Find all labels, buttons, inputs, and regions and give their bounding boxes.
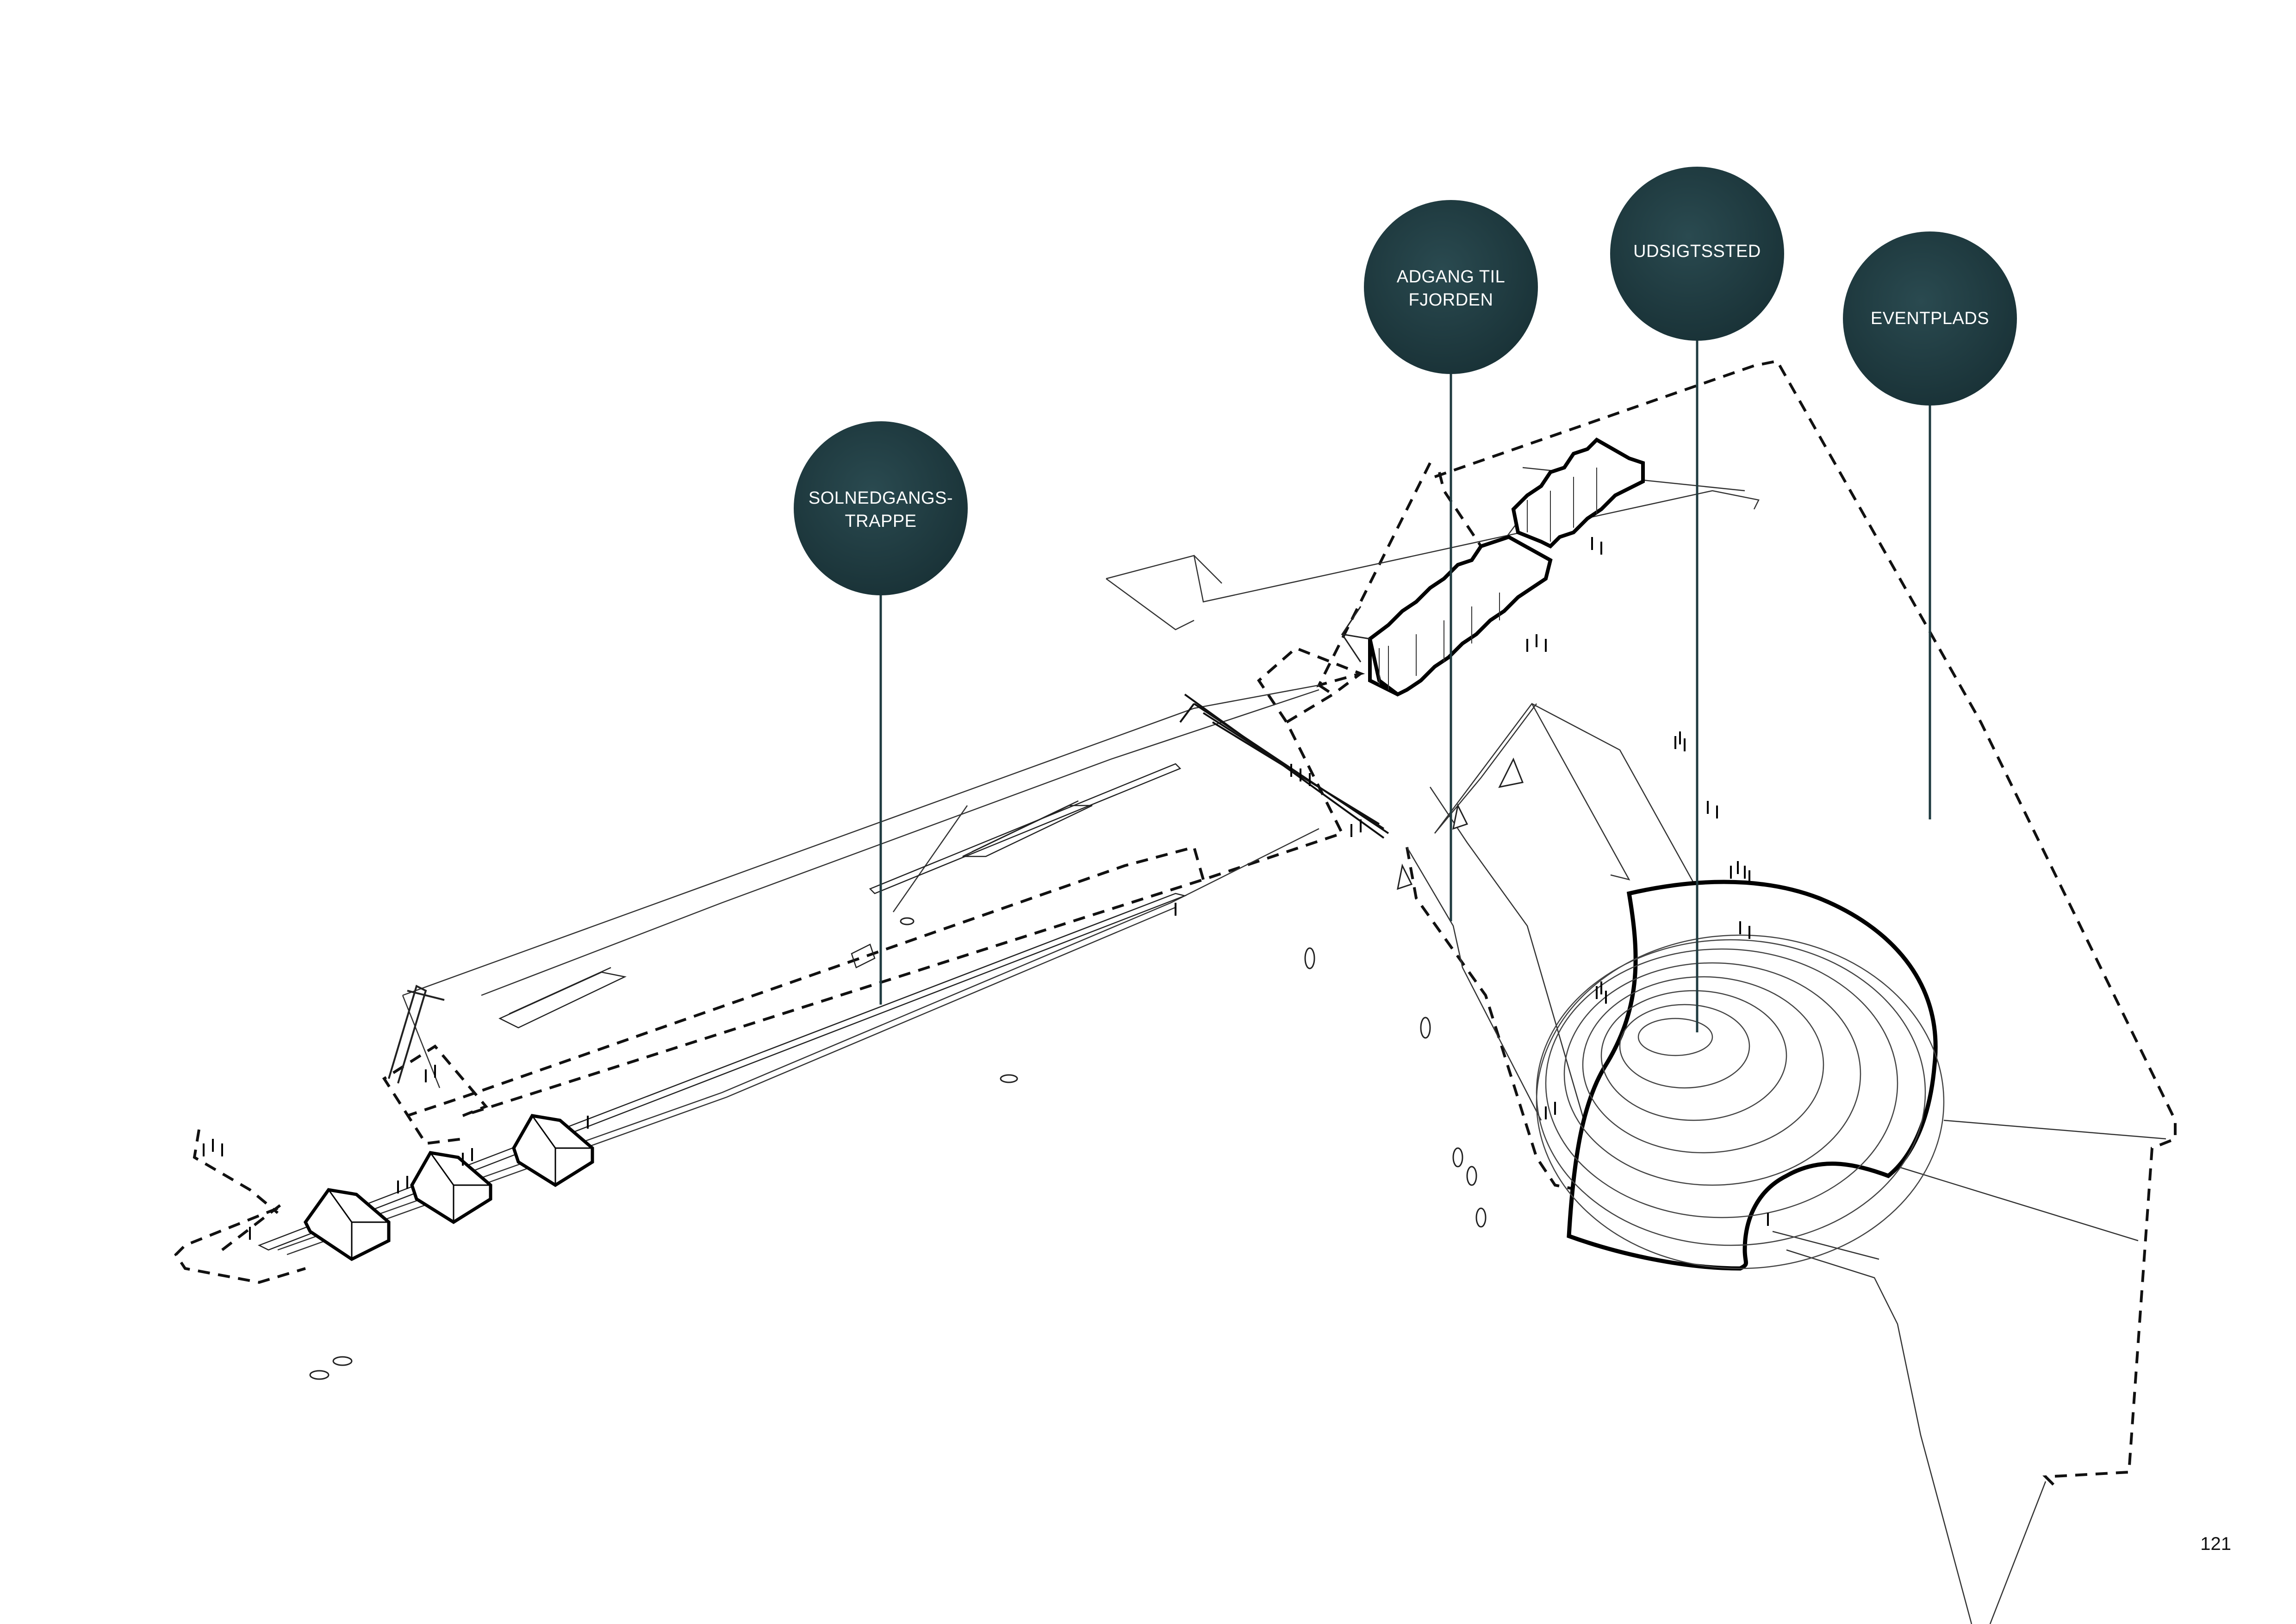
sawtooth-pavilion-2-hatch [1527, 468, 1597, 542]
callout-eventplads: EVENTPLADS [1843, 231, 2017, 406]
callout-label-line: UDSIGTSSTED [1633, 242, 1761, 261]
callout-label-line: EVENTPLADS [1871, 309, 1989, 328]
people [203, 537, 1769, 1240]
callout-udsigtssted: UDSIGTSSTED [1610, 167, 1784, 341]
pavilion-outline [1341, 606, 1370, 662]
jetty [388, 985, 445, 1084]
callout-label-line: ADGANG TIL [1397, 267, 1505, 287]
boats [309, 757, 1524, 1380]
house-3 [512, 1114, 594, 1187]
house-1 [303, 1188, 391, 1262]
sawtooth-pavilion-1-hatch [1379, 593, 1500, 690]
callout-label-line: SOLNEDGANGS- [809, 488, 953, 508]
pontoons [498, 800, 1093, 1029]
sawtooth-pavilion-1 [1368, 535, 1553, 697]
house-2 [410, 1151, 492, 1224]
page-number: 121 [2200, 1534, 2231, 1554]
callout-label-line: FJORDEN [1409, 290, 1493, 310]
callout-solnedgangstrappe: SOLNEDGANGS- TRAPPE [794, 421, 968, 595]
callout-label-line: TRAPPE [845, 512, 916, 531]
callout-adgang-til-fjorden: ADGANG TIL FJORDEN [1364, 200, 1538, 374]
sawtooth-pavilion-2 [1511, 437, 1645, 549]
solnedgangstrappe-steps [1179, 693, 1389, 839]
callout-leaders [879, 340, 1931, 1032]
amphitheatre-hill [1536, 880, 1945, 1271]
site-boundary [174, 359, 2177, 1487]
